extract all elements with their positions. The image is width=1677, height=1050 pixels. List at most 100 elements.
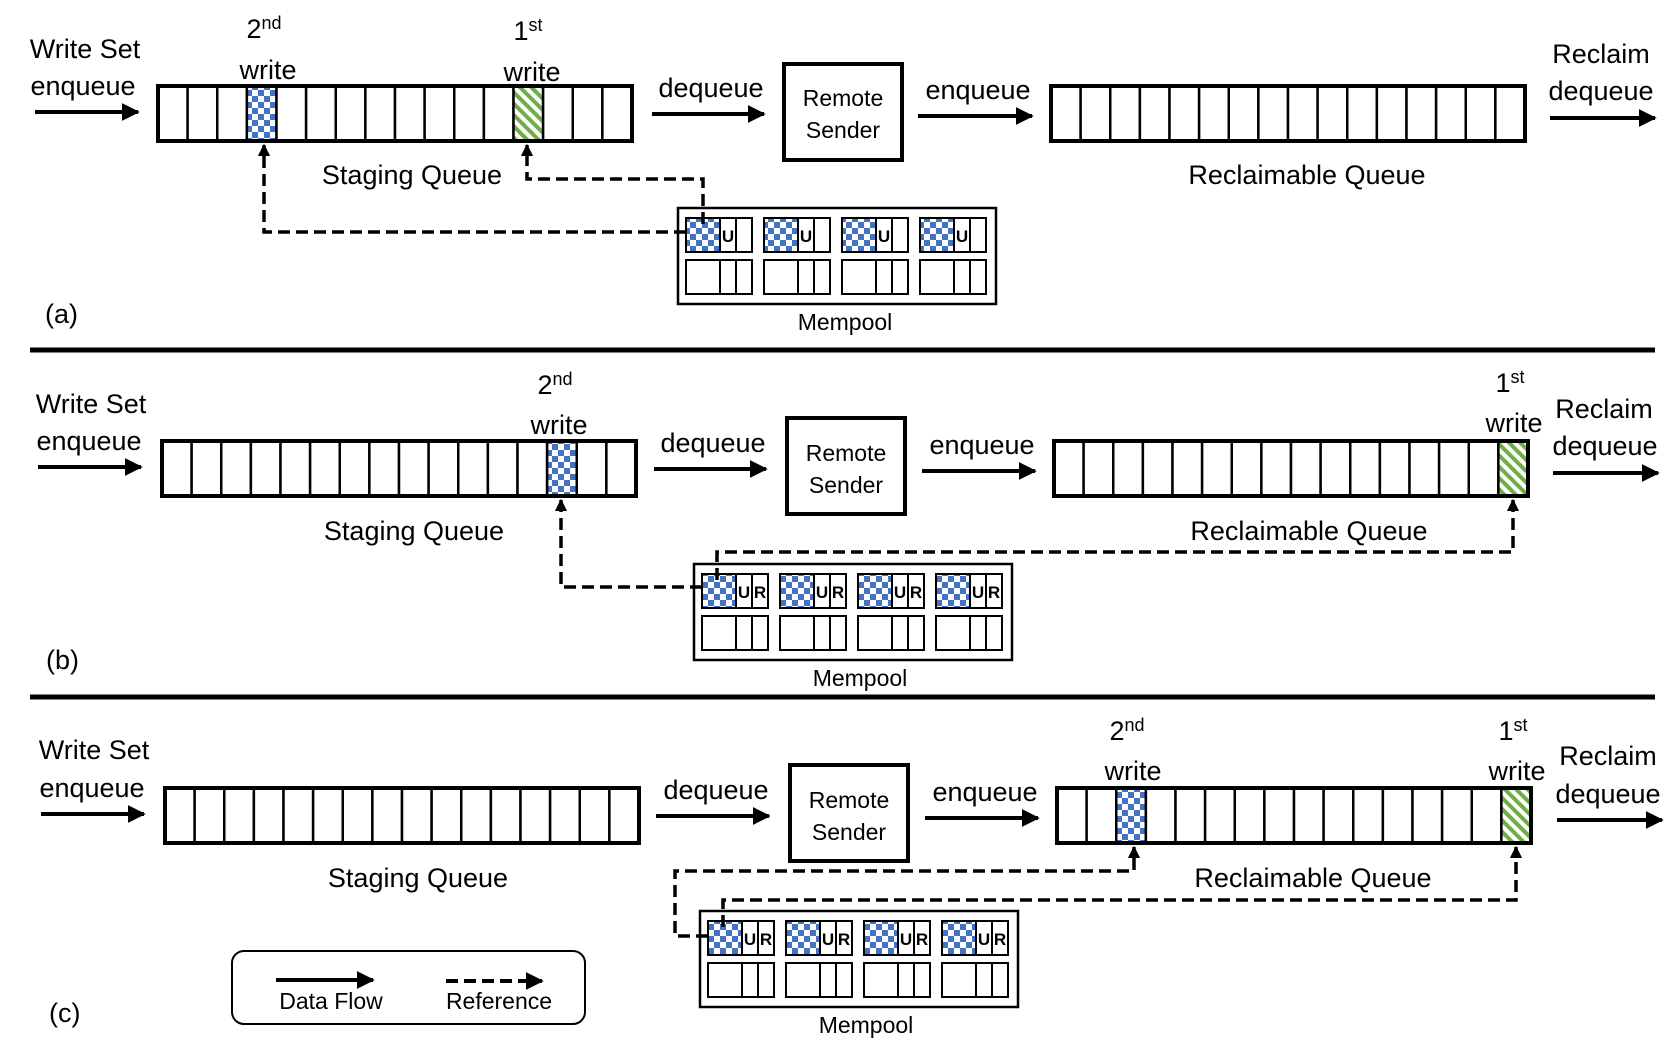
panel-b: Write Set enqueue Staging Queue 2nd writ… <box>36 367 1660 691</box>
queue-cell <box>1289 439 1322 498</box>
queue-cell <box>368 439 401 498</box>
reclaim-flag-label: R <box>760 930 772 949</box>
mempool-data-cell <box>785 920 821 956</box>
used-flag-label: U <box>800 227 812 246</box>
second-write-label: write <box>529 410 587 440</box>
reclaimable-queue-label: Reclaimable Queue <box>1194 863 1431 893</box>
first-write-ordinal: 1st <box>1498 715 1527 746</box>
first-write-label: write <box>1487 756 1545 786</box>
mempool-empty-cell <box>735 615 753 651</box>
queue-cell <box>364 84 397 143</box>
mempool-flag-cell <box>757 920 775 956</box>
queue-cell <box>304 84 337 143</box>
mempool-empty-cell <box>829 615 847 651</box>
queue-cell <box>548 786 581 845</box>
queue-cell <box>1349 439 1382 498</box>
enqueue-label: enqueue <box>30 71 135 101</box>
reclaim-label: Reclaim <box>1559 741 1657 771</box>
mempool-empty-cell <box>953 259 971 295</box>
mempool-empty-cell <box>975 962 993 998</box>
queue-cell <box>460 786 493 845</box>
queue-cell <box>1464 84 1497 143</box>
reclaim-flag-label: R <box>832 583 844 602</box>
mempool-empty-cell <box>779 615 815 651</box>
mempool-empty-cell <box>813 259 831 295</box>
queue-cell <box>1434 84 1467 143</box>
mempool-flag-cell <box>751 573 769 609</box>
queue-cell <box>1079 84 1112 143</box>
queue-cell <box>371 786 404 845</box>
queue-outline <box>1052 439 1530 498</box>
queue-cell <box>1144 786 1177 845</box>
queue-cell <box>1322 786 1355 845</box>
queue-cell <box>163 786 196 845</box>
queue-cell <box>341 786 374 845</box>
legend-reference-label: Reference <box>446 988 552 1014</box>
reclaimable-queue-label: Reclaimable Queue <box>1188 160 1425 190</box>
mempool-empty-cell <box>907 615 925 651</box>
dequeue-label: dequeue <box>660 428 765 458</box>
queue-cell <box>311 786 344 845</box>
used-flag-label: U <box>822 930 834 949</box>
queue-cell <box>486 439 519 498</box>
used-flag-label: U <box>738 583 750 602</box>
mempool-empty-cell <box>941 962 977 998</box>
reference-arrow <box>520 143 705 224</box>
queue-cell <box>279 439 312 498</box>
queue-cell <box>190 439 223 498</box>
dequeue-label: dequeue <box>1552 431 1657 461</box>
mempool-empty-cell <box>719 259 737 295</box>
used-flag-label: U <box>722 227 734 246</box>
queue-cell <box>482 84 515 143</box>
queue-cell <box>1055 786 1088 845</box>
remote-sender-label: Sender <box>809 472 884 498</box>
queue-cell <box>1316 84 1349 143</box>
mempool-empty-cell <box>813 615 831 651</box>
queue-cell <box>338 439 371 498</box>
queue-cell <box>223 786 256 845</box>
reclaim-flag-label: R <box>916 930 928 949</box>
queue-cell-first-write <box>512 84 545 143</box>
queue-cell <box>575 439 608 498</box>
enqueue-label: enqueue <box>36 426 141 456</box>
reference-arrow <box>554 498 702 589</box>
queue-cell <box>1319 439 1352 498</box>
write-set-label: Write Set <box>30 34 141 64</box>
mempool-flag-cell <box>991 920 1009 956</box>
queue-cell-second-write <box>1115 786 1148 845</box>
queue-cell <box>1292 786 1325 845</box>
staging-queue <box>156 84 634 143</box>
mempool-empty-cell <box>919 259 955 295</box>
queue-cell <box>1203 786 1236 845</box>
used-flag-label: U <box>744 930 756 949</box>
used-flag-label: U <box>878 227 890 246</box>
queue-cell <box>423 84 456 143</box>
reclaim-label: Reclaim <box>1552 39 1650 69</box>
enqueue-label: enqueue <box>929 430 1034 460</box>
panel-label: (b) <box>46 645 79 675</box>
queue-cell <box>608 786 641 845</box>
queue-cell <box>216 84 249 143</box>
dequeue-label: dequeue <box>658 73 763 103</box>
used-flag-label: U <box>978 930 990 949</box>
remote-sender-label: Remote <box>803 85 884 111</box>
queue-cell <box>1352 786 1385 845</box>
first-write-label: write <box>502 57 560 87</box>
panel-a: Write Set enqueue Staging Queue 2nd writ… <box>30 13 1657 335</box>
write-set-label: Write Set <box>36 389 147 419</box>
mempool-data-cell <box>779 573 815 609</box>
remote-sender-label: Remote <box>809 787 890 813</box>
queue-cell <box>186 84 219 143</box>
queue-cell <box>275 84 308 143</box>
mempool-empty-cell <box>757 962 775 998</box>
reclaimable-queue <box>1049 84 1527 143</box>
mempool-data-cell <box>707 920 743 956</box>
queue-outline <box>1055 786 1533 845</box>
queue-cell <box>1052 439 1085 498</box>
dequeue-label: dequeue <box>663 775 768 805</box>
mempool-empty-cell <box>913 962 931 998</box>
mempool-data-cell <box>935 573 971 609</box>
